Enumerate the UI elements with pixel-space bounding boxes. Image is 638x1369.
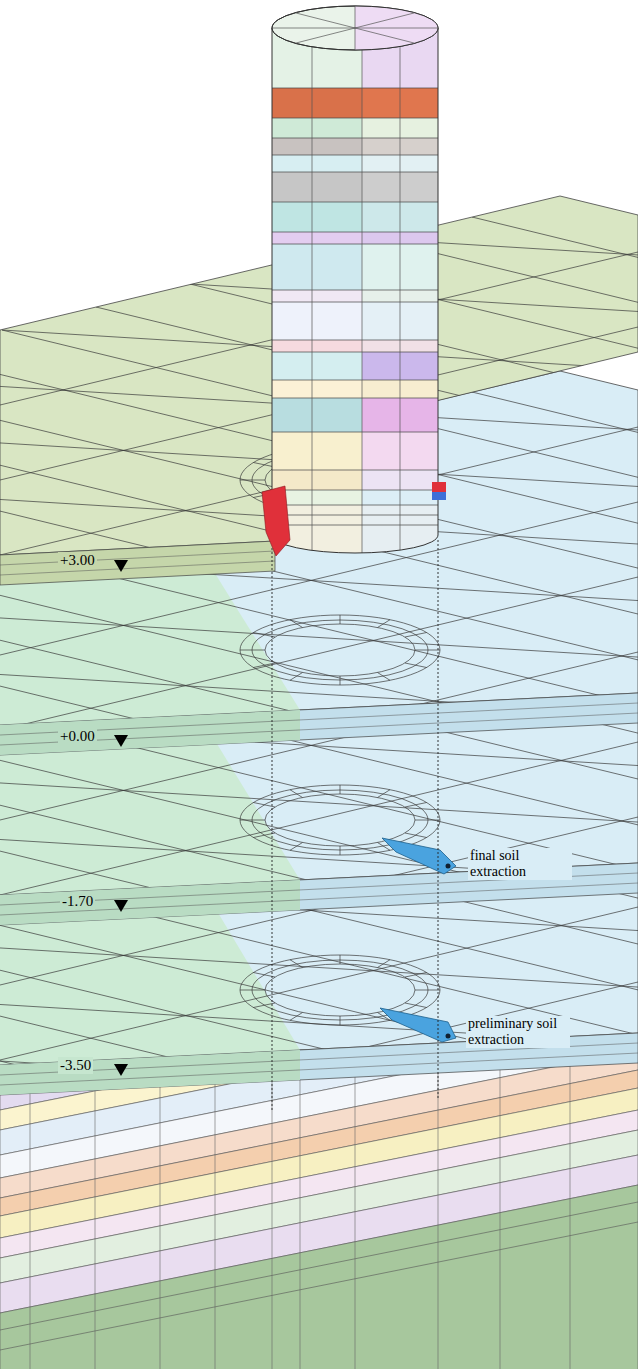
tower-column — [272, 138, 362, 155]
extraction-dot — [446, 1034, 451, 1039]
soil-strata — [0, 1202, 638, 1350]
final-extraction — [382, 838, 456, 874]
annotation-label: final soil extraction — [468, 848, 572, 880]
projection-line — [272, 540, 438, 1110]
slab-level-1 — [0, 703, 638, 745]
slab-level-0 — [0, 194, 638, 738]
tower-column — [272, 28, 438, 553]
tower-column — [272, 6, 438, 50]
tower-column — [272, 28, 438, 555]
level-label: +3.00 — [58, 552, 97, 569]
slab-level-1 — [0, 693, 638, 755]
slab-level-1 — [240, 615, 440, 685]
level-label: -1.70 — [60, 893, 95, 910]
tower-column — [272, 202, 362, 232]
tower-column — [272, 172, 362, 202]
tower-column — [272, 88, 438, 525]
tower-column — [272, 6, 438, 50]
level-marker — [114, 735, 128, 747]
tower-column — [272, 88, 362, 118]
preliminary-extraction — [380, 1008, 456, 1042]
slab-level-0 — [0, 196, 638, 555]
tower-column — [272, 232, 362, 244]
level-marker — [114, 900, 128, 912]
tower-column — [272, 118, 362, 138]
soil-strata — [0, 1185, 638, 1369]
tower-column — [312, 28, 400, 555]
projection-line — [272, 540, 438, 1110]
level-label: -3.50 — [58, 1057, 93, 1074]
slab-level-0 — [0, 541, 275, 585]
slab-level-0 — [0, 194, 638, 738]
tower-column — [272, 340, 362, 352]
tower-column — [272, 398, 362, 432]
tower-column — [272, 6, 438, 50]
level-label: +0.00 — [58, 728, 97, 745]
level-marker — [114, 560, 128, 1076]
interface-element — [432, 482, 446, 492]
tower-column — [272, 380, 362, 398]
slab-level-3 — [0, 1043, 638, 1085]
slab-level-0 — [0, 551, 275, 575]
level-marker — [114, 1064, 128, 1076]
tower-column — [272, 470, 362, 490]
extraction-dot — [446, 864, 451, 869]
tower-column — [262, 6, 446, 556]
tower-column — [272, 352, 362, 380]
interface-element — [262, 486, 290, 556]
annotation-label: preliminary soil extraction — [466, 1016, 570, 1048]
tower-column — [272, 302, 362, 340]
interface-element — [432, 492, 446, 500]
slab-level-0 — [0, 194, 638, 738]
tower-column — [272, 432, 362, 470]
tower-column — [272, 155, 362, 172]
level-marker — [114, 560, 128, 572]
tower-column — [272, 290, 362, 302]
tower-column — [272, 244, 362, 290]
